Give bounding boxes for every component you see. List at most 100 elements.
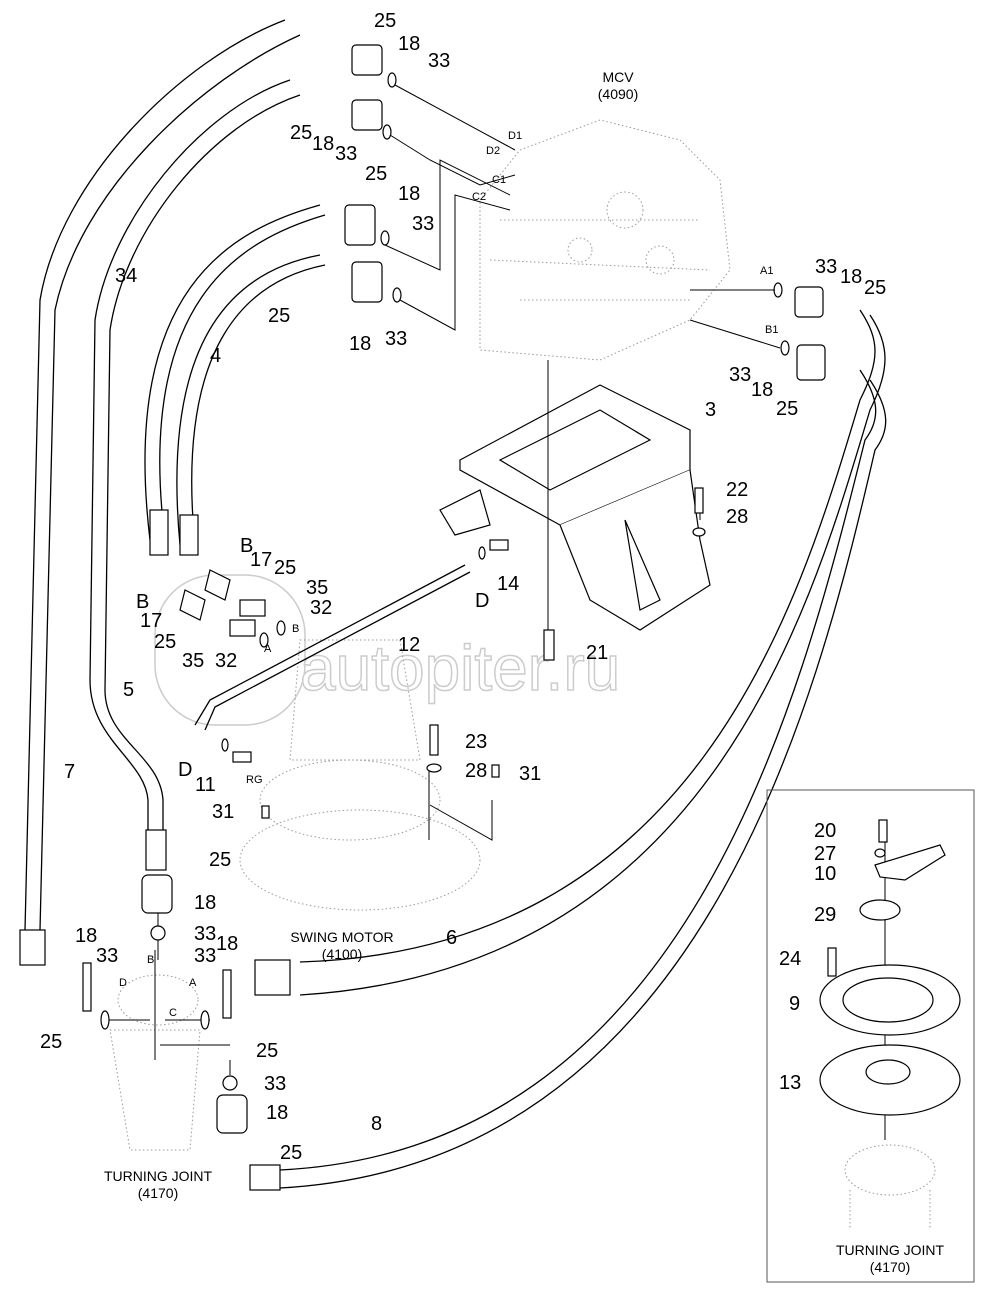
mcv-name: MCV	[602, 69, 634, 85]
tj-port-d: D	[119, 977, 127, 989]
port-d-upper: D	[475, 590, 489, 612]
callout-33: 33	[335, 143, 357, 165]
bolts-washers	[261, 487, 706, 819]
inset-turning-joint-code: (4170)	[870, 1259, 910, 1275]
tj-port-a: A	[189, 977, 197, 989]
fittings-left	[179, 539, 509, 763]
turning-joint-fittings	[82, 874, 248, 1134]
watermark: autopiter.ru	[154, 574, 621, 726]
callout-25: 25	[864, 277, 886, 299]
callout-18: 18	[349, 333, 371, 355]
callout-33: 33	[96, 945, 118, 967]
callout-11: 11	[195, 774, 216, 796]
inset-panel	[766, 789, 975, 1283]
callout-25: 25	[40, 1031, 62, 1053]
callout-18: 18	[751, 379, 773, 401]
callout-6: 6	[446, 927, 457, 949]
callout-33: 33	[264, 1073, 286, 1095]
callout-25: 25	[374, 10, 396, 32]
mcv-code: (4090)	[598, 86, 638, 102]
callout-25: 25	[290, 122, 312, 144]
port-c1: C1	[492, 174, 506, 186]
port-d2: D2	[486, 145, 500, 157]
callout-32: 32	[215, 650, 237, 672]
turning-joint-name: TURNING JOINT	[104, 1168, 213, 1184]
callout-18: 18	[194, 892, 216, 914]
inset-turning-joint-name: TURNING JOINT	[836, 1242, 945, 1258]
callout-35: 35	[306, 577, 328, 599]
callout-33: 33	[412, 213, 434, 235]
callout-28: 28	[726, 506, 748, 528]
mcv-body	[479, 119, 731, 361]
callout-33: 33	[385, 328, 407, 350]
port-labels: D1 D2 C1 C2 A1 B1 B B D D A B RG B D A C	[119, 130, 778, 1019]
turning-joint-body	[109, 974, 201, 1151]
callout-18: 18	[398, 183, 420, 205]
callout-12: 12	[398, 634, 420, 656]
port-b-lower: B	[136, 591, 149, 613]
callout-17: 17	[140, 610, 162, 632]
port-c2: C2	[472, 191, 486, 203]
callout-4: 4	[210, 345, 221, 367]
hose-4	[176, 254, 326, 556]
callout-25: 25	[256, 1040, 278, 1062]
swing-motor-body	[239, 639, 481, 911]
callout-23: 23	[465, 731, 487, 753]
callout-29: 29	[814, 904, 836, 926]
callout-24: 24	[779, 948, 801, 970]
callout-27: 27	[814, 843, 836, 865]
callout-22: 22	[726, 479, 748, 501]
callout-18: 18	[312, 133, 334, 155]
callout-3: 3	[705, 399, 716, 421]
callout-33: 33	[194, 945, 216, 967]
hose-8	[249, 369, 887, 1191]
port-a1: A1	[760, 265, 773, 277]
callout-25: 25	[268, 305, 290, 327]
callout-10: 10	[814, 863, 836, 885]
callout-28: 28	[465, 760, 487, 782]
callout-20: 20	[814, 820, 836, 842]
hose-34	[144, 204, 326, 556]
callout-7: 7	[64, 761, 75, 783]
swing-motor-name: SWING MOTOR	[290, 929, 393, 945]
port-rg: RG	[246, 774, 263, 786]
callout-13: 13	[779, 1072, 801, 1094]
port-b-motor: B	[292, 623, 299, 635]
leader-lines	[105, 84, 886, 1140]
callout-33: 33	[194, 923, 216, 945]
callout-18: 18	[266, 1102, 288, 1124]
hose-12	[194, 564, 471, 731]
callout-9: 9	[789, 993, 800, 1015]
flange-group-top	[344, 44, 826, 381]
callout-5: 5	[123, 679, 134, 701]
callout-18: 18	[840, 266, 862, 288]
watermark-text: autopiter.ru	[300, 632, 620, 704]
callout-31: 31	[212, 801, 234, 823]
callout-33: 33	[428, 50, 450, 72]
port-b-upper: B	[240, 535, 253, 557]
port-d-lower: D	[178, 759, 192, 781]
callout-32: 32	[310, 597, 332, 619]
callout-25: 25	[154, 631, 176, 653]
callout-33: 33	[815, 256, 837, 278]
hose-5	[89, 79, 301, 871]
callout-33: 33	[729, 364, 751, 386]
callout-25: 25	[209, 849, 231, 871]
tj-port-b: B	[147, 954, 154, 966]
tj-port-c: C	[169, 1007, 177, 1019]
callout-25: 25	[280, 1142, 302, 1164]
turning-joint-code: (4170)	[138, 1185, 178, 1201]
callout-17: 17	[250, 549, 272, 571]
port-b1: B1	[765, 324, 778, 336]
hose-6	[254, 309, 886, 996]
mcv-bracket	[439, 384, 711, 631]
callout-31: 31	[519, 763, 541, 785]
callout-18: 18	[216, 933, 238, 955]
callout-18: 18	[398, 33, 420, 55]
callout-34: 34	[115, 265, 137, 287]
callout-14: 14	[497, 573, 519, 595]
callout-35: 35	[182, 650, 204, 672]
hose-7	[19, 19, 301, 966]
callout-8: 8	[371, 1113, 382, 1135]
